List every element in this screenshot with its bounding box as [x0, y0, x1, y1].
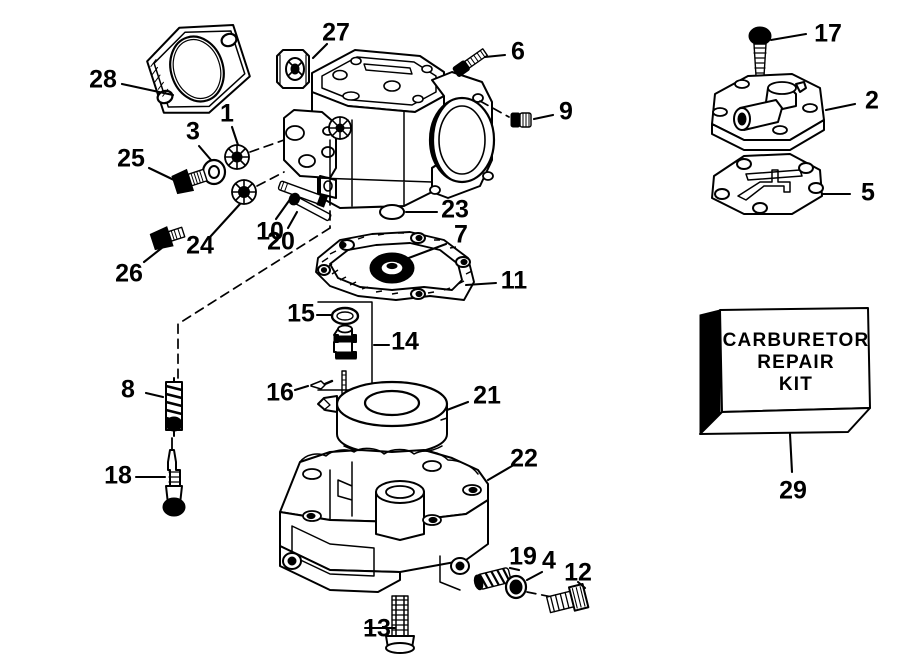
part-23-oval-plug: [379, 204, 405, 220]
leader-9: [532, 113, 555, 121]
leader-21: [445, 400, 470, 412]
part-21-float: [317, 380, 449, 456]
callout-1: 1: [220, 100, 234, 128]
leader-1-dashed: [249, 139, 285, 153]
part-7-float-bowl-seat-ring: [369, 252, 415, 284]
callout-6: 6: [511, 38, 525, 66]
leader-2: [824, 102, 857, 112]
part-13-bowl-retaining-screw: [385, 595, 415, 654]
callout-20: 20: [267, 228, 295, 256]
callout-2: 2: [865, 87, 879, 115]
callout-10: 10: [256, 218, 284, 246]
callout-15: 15: [287, 300, 315, 328]
part-22-float-bowl-body: [279, 447, 489, 593]
part-18-mixture-adjustment-needle: [162, 437, 186, 517]
leader-26: [142, 245, 165, 264]
repair-kit-line-2: REPAIR: [757, 352, 835, 373]
leader-22: [486, 464, 514, 482]
leader-25: [147, 166, 176, 182]
part-27-shaft-bushing: [276, 49, 310, 89]
part-4-lock-washer: [504, 574, 528, 600]
leader-11: [464, 281, 498, 287]
part-16-float-clip: [310, 379, 334, 390]
callout-9: 9: [559, 98, 573, 126]
callout-13: 13: [363, 615, 391, 643]
callout-16: 16: [266, 379, 294, 407]
callout-25: 25: [117, 145, 145, 173]
leader-24-dashed: [256, 171, 285, 187]
callout-8: 8: [121, 376, 135, 404]
callout-14: 14: [391, 328, 419, 356]
leader-16: [293, 384, 310, 392]
callout-29: 29: [779, 477, 807, 505]
part-28-mounting-flange-gasket: [146, 23, 251, 114]
part-17-cover-screw: [748, 26, 772, 77]
part-14-inlet-needle-and-seat: [317, 301, 373, 399]
callout-3: 3: [186, 118, 200, 146]
part-8-adjustment-spring: [165, 377, 183, 437]
carburetor-main-body: [283, 49, 496, 209]
leader-19: [508, 566, 521, 572]
leader-24: [208, 202, 242, 239]
part-9-plug-welch: [510, 112, 532, 128]
part-6-screw-upper: [452, 48, 489, 77]
part-3-flat-washer: [201, 158, 227, 186]
part-26-idle-stop-screw: [149, 226, 186, 251]
callout-17: 17: [814, 20, 842, 48]
part-1-retainer-washer-toothed: [224, 144, 250, 170]
body-throttle-gear: [328, 116, 352, 140]
callout-11: 11: [501, 267, 528, 295]
leader-20: [286, 210, 299, 230]
callout-22: 22: [510, 445, 538, 473]
callout-4: 4: [542, 547, 556, 575]
callout-21: 21: [473, 382, 501, 410]
callout-7: 7: [454, 221, 468, 249]
callout-28: 28: [89, 66, 117, 94]
leader-3: [197, 144, 213, 162]
leader-8: [144, 391, 165, 399]
leader-27: [311, 42, 329, 60]
callout-23: 23: [441, 196, 469, 224]
leader-long-dashed-to-spring: [177, 227, 331, 379]
leader-29: [788, 432, 794, 474]
part-2-float-chamber-cover-plate: [711, 73, 825, 151]
callout-24: 24: [186, 232, 214, 260]
part-24-toothed-lock-washer: [231, 179, 257, 205]
repair-kit-line-1: CARBURETOR: [723, 330, 870, 351]
leader-12: [576, 580, 587, 590]
part-15-seat-washer: [330, 306, 360, 326]
part-29-carburetor-repair-kit-box: CARBURETOR REPAIR KIT: [699, 307, 871, 435]
part-25-slotted-screw: [171, 168, 208, 195]
leader-17: [769, 32, 808, 42]
leader-7: [396, 242, 448, 264]
leader-28: [120, 82, 175, 97]
part-5-cover-plate-gasket: [711, 153, 824, 215]
callout-26: 26: [115, 260, 143, 288]
leader-4: [525, 570, 544, 582]
leader-1: [230, 125, 240, 147]
callout-12: 12: [564, 559, 592, 587]
part-19-drain-spring: [473, 567, 512, 591]
leader-6: [483, 53, 507, 59]
callout-18: 18: [104, 462, 132, 490]
leader-10: [274, 196, 293, 221]
repair-kit-line-3: KIT: [779, 374, 813, 395]
leader-9-dashed: [479, 100, 510, 118]
callout-19: 19: [509, 543, 537, 571]
callout-27: 27: [322, 19, 350, 47]
callout-5: 5: [861, 179, 875, 207]
part-12-screw-drain: [545, 583, 590, 614]
